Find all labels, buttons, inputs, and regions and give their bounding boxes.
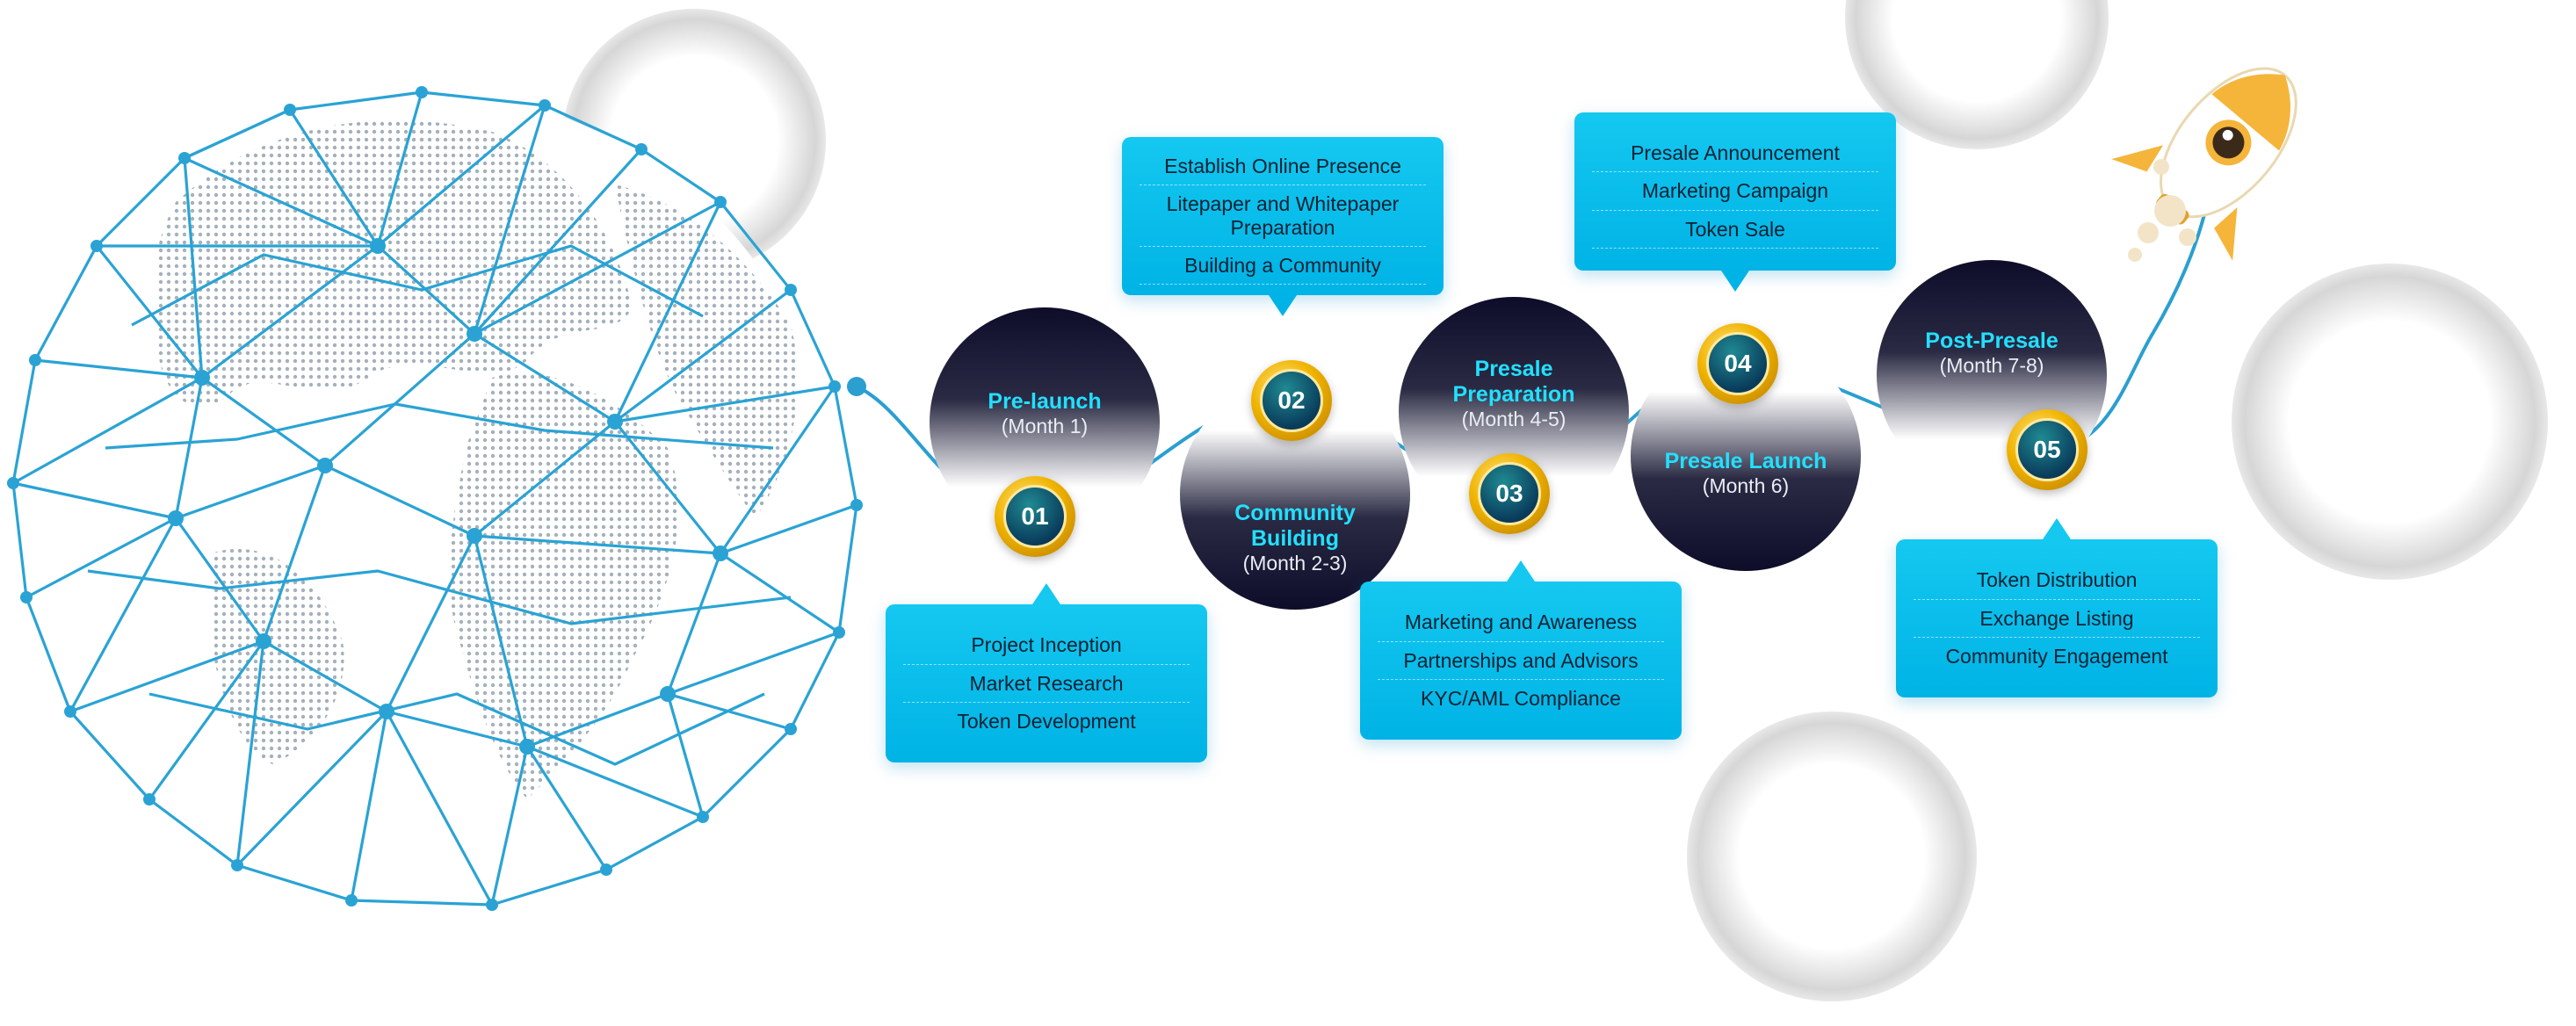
detail-item: Project Inception: [903, 626, 1190, 665]
phase-details-3: Marketing and Awareness Partnerships and…: [1360, 560, 1682, 740]
pointer-arrow: [1507, 560, 1535, 582]
milestone-number: 04: [1706, 332, 1769, 395]
detail-item: Establish Online Presence: [1140, 148, 1426, 186]
rocket-icon: [2111, 67, 2297, 262]
decor-ring: [2232, 264, 2548, 580]
detail-item: Presale Announcement: [1592, 134, 1878, 173]
phase-name: Presale Launch: [1664, 448, 1827, 473]
detail-item: Building a Community: [1140, 247, 1426, 285]
phase-name: Presale Preparation: [1452, 357, 1575, 408]
milestone-node-2: 02: [1251, 360, 1332, 441]
decor-ring: [1687, 712, 1977, 1001]
milestone-node-3: 03: [1469, 453, 1550, 534]
phase-time: (Month 4-5): [1461, 407, 1567, 430]
milestone-node-4: 04: [1697, 323, 1778, 404]
detail-item: Exchange Listing: [1914, 600, 2200, 639]
detail-item: Token Development: [957, 710, 1136, 733]
phase-label-4: Presale Launch (Month 6): [1631, 341, 1861, 571]
milestone-number: 05: [2015, 418, 2079, 481]
phase-time: (Month 6): [1702, 473, 1790, 497]
phase-details-1: Project Inception Market Research Token …: [886, 583, 1207, 762]
phase-name: Post-Presale: [1925, 328, 2059, 353]
pointer-arrow: [1721, 271, 1749, 292]
milestone-number: 02: [1260, 369, 1323, 432]
milestone-number: 03: [1478, 462, 1541, 525]
detail-item: Market Research: [903, 665, 1190, 704]
detail-item: Marketing Campaign: [1592, 172, 1878, 211]
wireframe-globe-icon: [7, 86, 863, 918]
detail-item: Token Distribution: [1914, 561, 2200, 600]
phase-details-2: Establish Online Presence Litepaper and …: [1122, 137, 1444, 316]
detail-item: Litepaper and Whitepaper Preparation: [1140, 185, 1426, 247]
detail-item: Marketing and Awareness: [1378, 603, 1664, 642]
milestone-node-5: 05: [2007, 409, 2088, 490]
phase-time: (Month 7-8): [1939, 353, 2044, 377]
phase-name: Pre-launch: [988, 388, 1102, 414]
phase-time: (Month 1): [1001, 414, 1089, 437]
phase-time: (Month 2-3): [1242, 551, 1348, 574]
pointer-arrow: [1269, 295, 1297, 316]
detail-item: Partnerships and Advisors: [1378, 642, 1664, 681]
detail-item: Community Engagement: [1945, 645, 2168, 668]
phase-name: Community Building: [1234, 501, 1356, 552]
milestone-node-1: 01: [995, 476, 1075, 557]
pointer-arrow: [1032, 583, 1060, 604]
milestone-number: 01: [1003, 485, 1067, 548]
detail-item: Token Sale: [1592, 211, 1878, 249]
phase-details-5: Token Distribution Exchange Listing Comm…: [1896, 518, 2218, 697]
phase-details-4: Presale Announcement Marketing Campaign …: [1574, 112, 1896, 292]
pointer-arrow: [2043, 518, 2071, 539]
detail-item: KYC/AML Compliance: [1421, 687, 1621, 711]
